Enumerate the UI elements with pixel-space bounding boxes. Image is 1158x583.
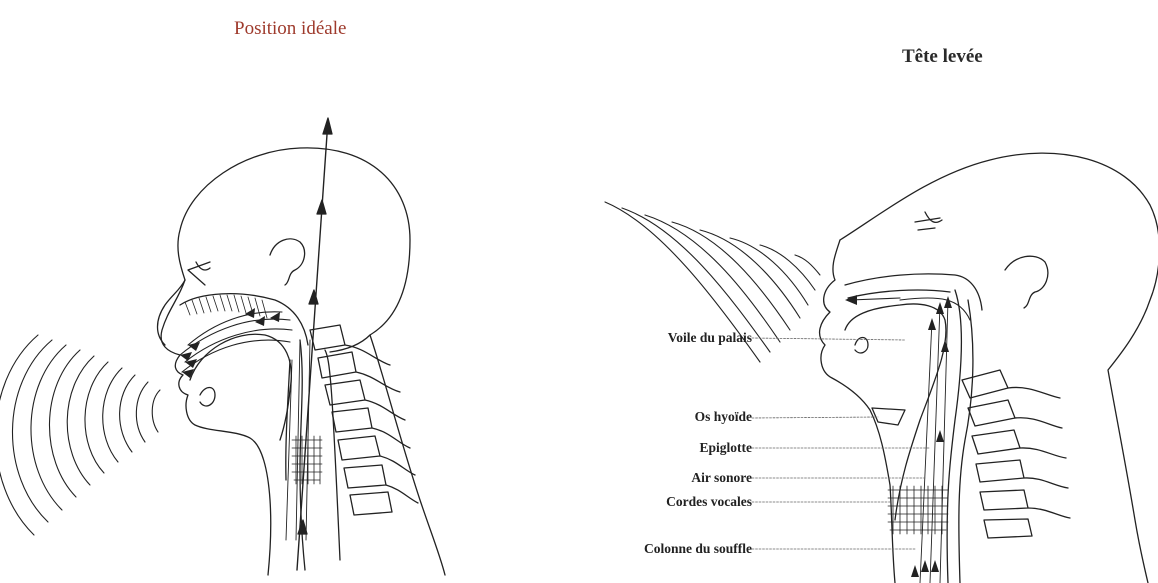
- label-colonne-du-souffle: Colonne du souffle: [644, 541, 752, 557]
- ideal-position-illustration: [0, 0, 560, 583]
- eye-icon-right: [915, 212, 942, 230]
- label-os-hyoide: Os hyoïde: [695, 409, 752, 425]
- label-air-sonore: Air sonore: [691, 470, 752, 486]
- head-raised-illustration: [558, 0, 1158, 583]
- label-voile-du-palais: Voile du palais: [668, 330, 752, 346]
- label-epiglotte: Epiglotte: [700, 440, 753, 456]
- label-cordes-vocales: Cordes vocales: [666, 494, 752, 510]
- eye-icon: [188, 262, 210, 285]
